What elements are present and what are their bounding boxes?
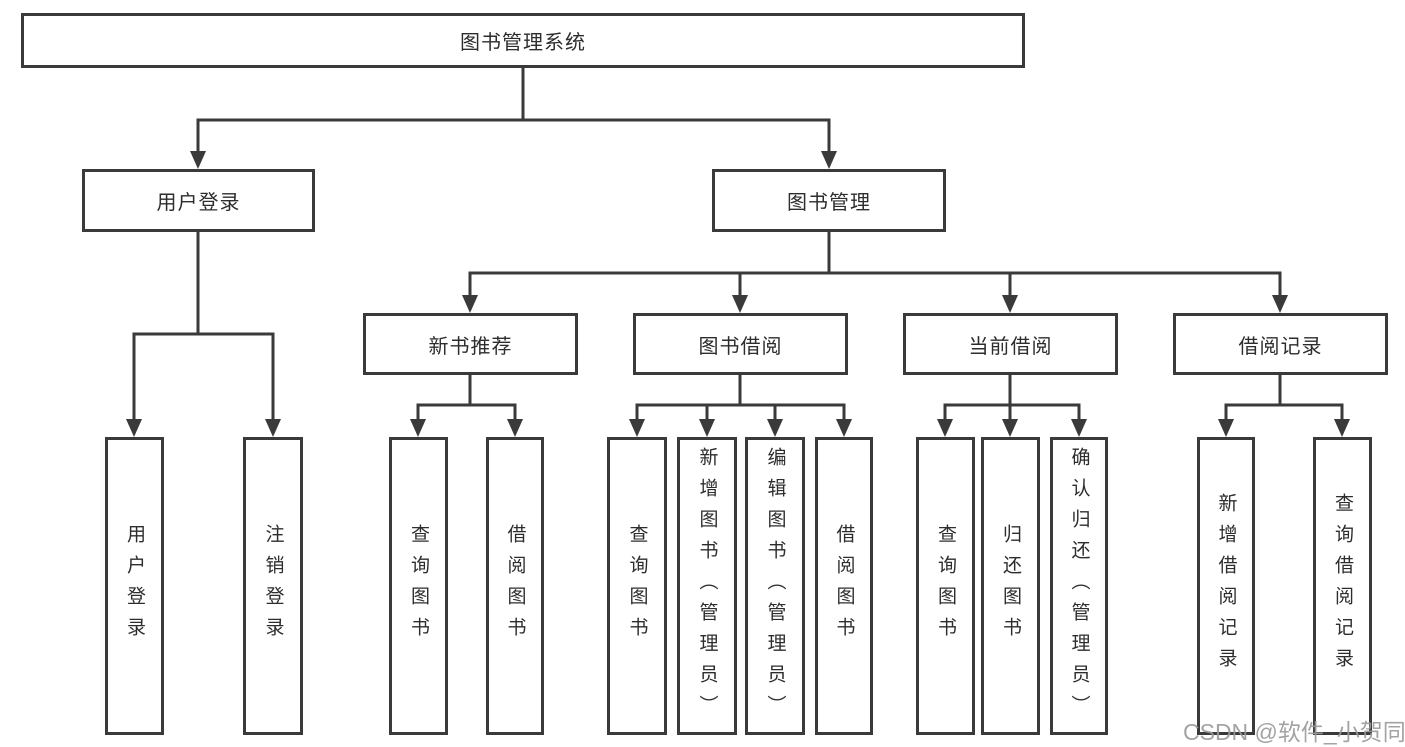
- leaf-logout: 注销登录: [243, 437, 303, 735]
- leaf-label: 新增借阅记录: [1215, 493, 1237, 679]
- node-label: 新书推荐: [428, 335, 513, 358]
- leaf-label: 确认归还（管理员）: [1068, 446, 1090, 726]
- leaf-edit-books-admin: 编辑图书（管理员）: [745, 437, 805, 735]
- node-book-management: 图书管理: [712, 169, 946, 232]
- node-label: 当前借阅: [968, 335, 1053, 358]
- leaf-borrow-books: 借阅图书: [815, 437, 873, 735]
- leaf-add-borrow-record: 新增借阅记录: [1197, 437, 1255, 735]
- node-book-borrowing: 图书借阅: [633, 313, 848, 375]
- leaf-borrow-books: 借阅图书: [486, 437, 544, 735]
- node-current-borrowing: 当前借阅: [903, 313, 1118, 375]
- node-label: 图书管理系统: [460, 32, 586, 54]
- leaf-label: 借阅图书: [504, 524, 526, 648]
- csdn-watermark: CSDN @软件_小贺同学: [1183, 719, 1405, 745]
- node-user-login: 用户登录: [82, 169, 315, 232]
- leaf-query-books: 查询图书: [389, 437, 448, 735]
- leaf-label: 查询图书: [408, 524, 429, 648]
- node-new-book-recommendation: 新书推荐: [363, 313, 578, 375]
- leaf-label: 查询借阅记录: [1332, 493, 1353, 679]
- leaf-label: 查询图书: [626, 524, 648, 648]
- leaf-label: 新增图书（管理员）: [696, 446, 718, 726]
- leaf-label: 查询图书: [935, 524, 956, 648]
- node-label: 图书管理: [787, 192, 871, 214]
- node-library-management-system: 图书管理系统: [21, 13, 1025, 68]
- leaf-return-books: 归还图书: [981, 437, 1040, 735]
- leaf-user-login: 用户登录: [105, 437, 164, 735]
- leaf-query-books: 查询图书: [607, 437, 667, 735]
- leaf-query-books: 查询图书: [916, 437, 975, 735]
- node-borrowing-records: 借阅记录: [1173, 313, 1388, 375]
- leaf-label: 归还图书: [1000, 524, 1021, 648]
- leaf-label: 用户登录: [124, 524, 145, 648]
- leaf-confirm-return-admin: 确认归还（管理员）: [1050, 437, 1108, 735]
- leaf-add-books-admin: 新增图书（管理员）: [677, 437, 737, 735]
- leaf-label: 编辑图书（管理员）: [764, 446, 786, 726]
- leaf-label: 注销登录: [262, 524, 284, 648]
- leaf-label: 借阅图书: [833, 524, 855, 648]
- node-label: 借阅记录: [1238, 335, 1323, 358]
- node-label: 用户登录: [156, 192, 241, 214]
- arrowheads: [126, 151, 1350, 437]
- node-label: 图书借阅: [698, 335, 783, 358]
- leaf-query-borrow-record: 查询借阅记录: [1313, 437, 1372, 735]
